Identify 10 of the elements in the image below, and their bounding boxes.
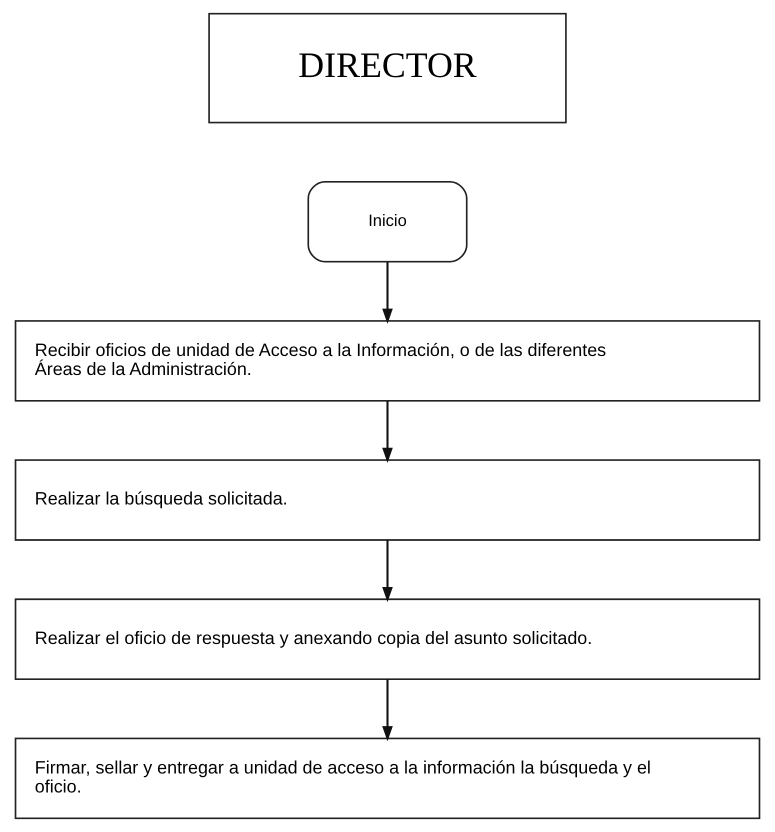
node-box: Realizar el oficio de respuesta y anexando copia del asunto solicitado. [14,598,760,680]
node-box: Recibir oficios de unidad de Acceso a la Información, o de las diferentes Áreas de la Administración. [14,320,760,402]
node-box: DIRECTOR [208,12,567,124]
arrow [382,540,393,602]
node-box: Realizar la búsqueda solicitada. [14,459,760,541]
arrow [382,400,393,463]
node-box: Firmar, sellar y entregar a unidad de acceso a la información la búsqueda y el oficio. [14,738,760,820]
arrow [382,679,393,742]
node-box: Inicio [307,180,468,263]
arrow [382,262,393,324]
